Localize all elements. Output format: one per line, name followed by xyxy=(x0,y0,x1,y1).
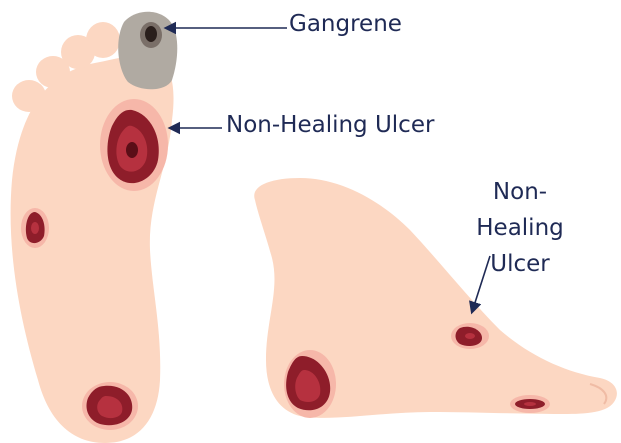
label-line-1: Non- xyxy=(472,174,568,210)
label-non-healing-ulcer-side: Non- Healing Ulcer xyxy=(472,174,568,282)
toe-5 xyxy=(12,80,46,112)
label-gangrene: Gangrene xyxy=(289,11,402,37)
ulcer-heel-sole xyxy=(82,382,138,430)
gangrene-toe xyxy=(118,12,177,90)
ulcer-side-heel xyxy=(284,350,336,418)
ulcer-core xyxy=(126,142,138,158)
ulcer-side-forefoot xyxy=(510,395,550,413)
gangrene-core xyxy=(145,26,157,42)
toe-2 xyxy=(86,22,120,58)
ulcer-sole-middle xyxy=(21,208,49,248)
ulcer-inner xyxy=(31,222,39,234)
ulcer-inner xyxy=(524,402,536,406)
label-non-healing-ulcer-top: Non-Healing Ulcer xyxy=(226,112,434,138)
label-line-2: Healing xyxy=(472,210,568,246)
label-line-3: Ulcer xyxy=(472,246,568,282)
ulcer-sole-upper xyxy=(100,99,168,191)
ulcer-inner xyxy=(465,333,475,339)
ulcer-side-arch xyxy=(451,323,489,349)
